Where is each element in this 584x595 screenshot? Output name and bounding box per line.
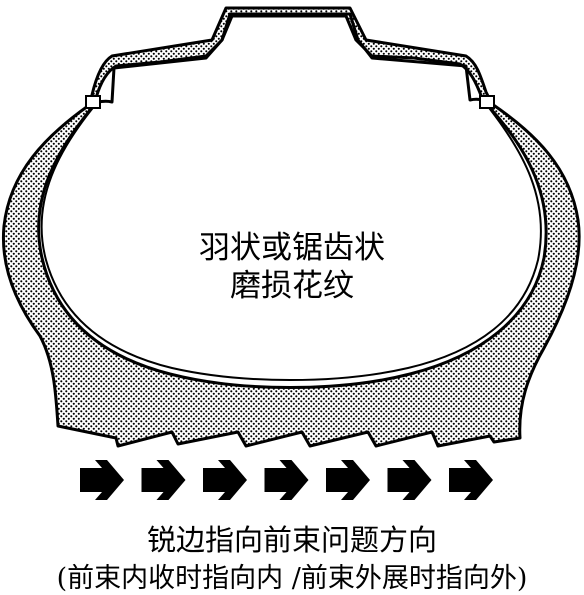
direction-arrow-icon bbox=[387, 460, 432, 500]
direction-arrow-icon bbox=[80, 460, 124, 500]
direction-arrow-icon bbox=[141, 460, 186, 500]
inner-liner bbox=[40, 103, 542, 381]
caption-line-2: (前束内收时指向内 /前束外展时指向外) bbox=[56, 563, 528, 594]
direction-arrow-icon bbox=[449, 460, 493, 500]
right-bead bbox=[479, 95, 495, 109]
direction-arrow-icon bbox=[326, 460, 370, 500]
caption-line-1: 锐边指向前束问题方向 bbox=[146, 523, 437, 557]
wear-pattern-label-line-2: 磨损花纹 bbox=[230, 268, 354, 304]
direction-arrow-icon bbox=[264, 460, 309, 500]
wear-pattern-label-line-1: 羽状或锯齿状 bbox=[199, 230, 385, 266]
tire-carcass bbox=[1, 6, 581, 448]
arrow-row bbox=[80, 460, 493, 500]
left-bead bbox=[85, 95, 101, 109]
direction-arrow-icon bbox=[203, 460, 247, 500]
